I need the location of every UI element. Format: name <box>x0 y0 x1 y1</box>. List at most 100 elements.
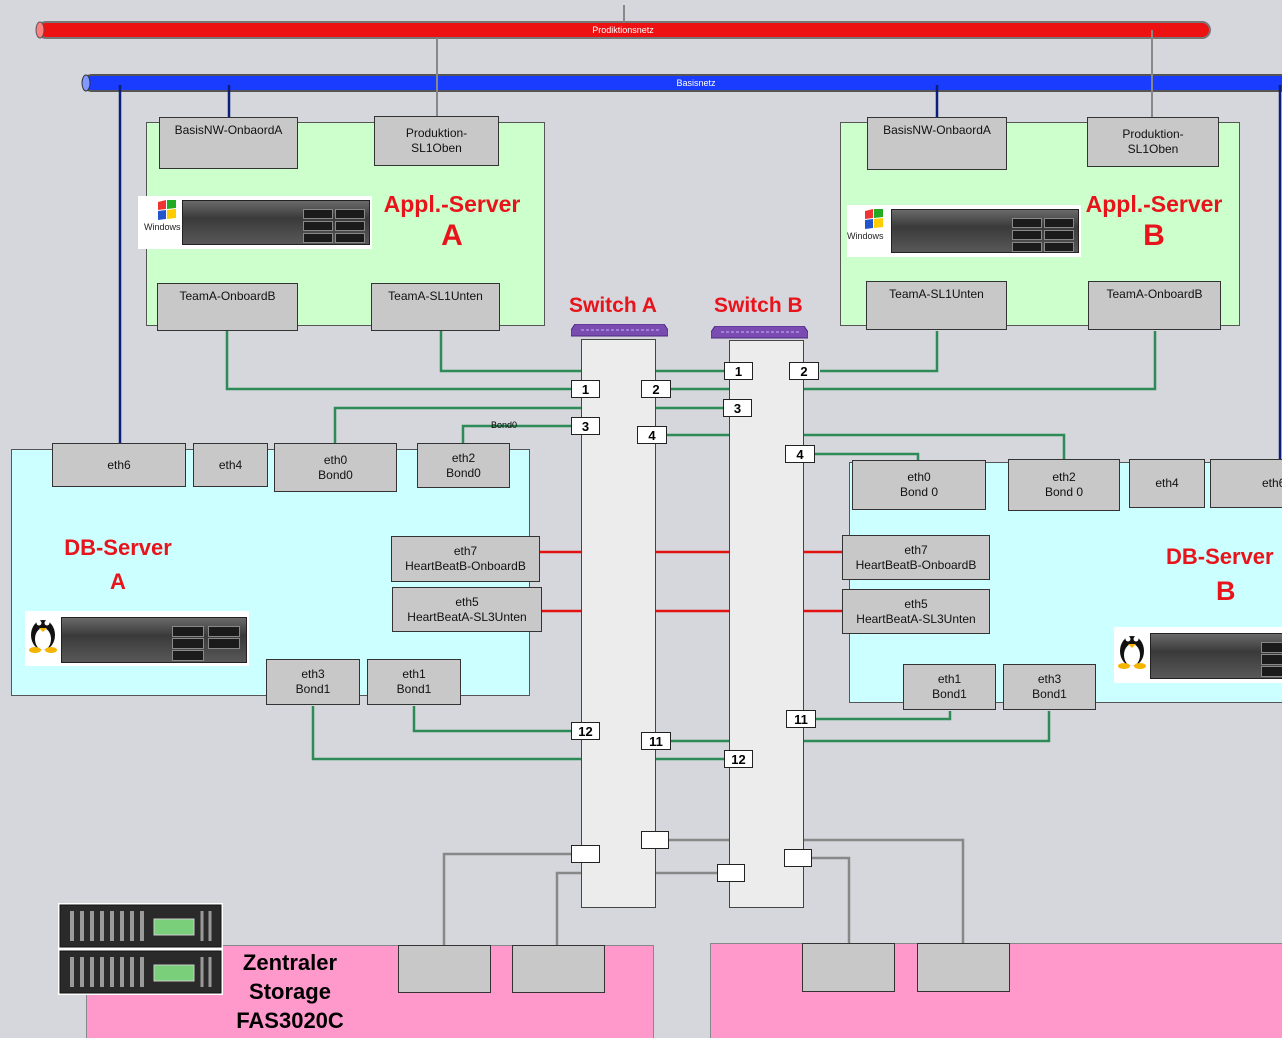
base-network-pipe: Basisnetz <box>81 74 1282 92</box>
storage-b-port-2[interactable] <box>917 943 1010 992</box>
app-a-prod-nic-label2: SL1Oben <box>411 141 462 155</box>
storage-title-line2: Storage <box>249 979 331 1004</box>
app-a-prod-nic[interactable]: Produktion- SL1Oben <box>374 116 499 166</box>
rack-server-icon <box>182 200 370 245</box>
switch-b-column <box>729 340 804 908</box>
storage-a-port-1[interactable] <box>398 945 491 993</box>
app-server-b-title: Appl.-Server B <box>1078 188 1230 252</box>
db-a-eth2-label1: eth2 <box>451 450 476 465</box>
db-a-eth6-label: eth6 <box>107 457 131 472</box>
db-a-eth6-nic[interactable]: eth6 <box>52 443 186 487</box>
db-a-eth1-label1: eth1 <box>402 667 426 681</box>
windows-logo-icon: Windows <box>847 208 891 241</box>
switch-a-port-3[interactable]: 3 <box>571 417 600 435</box>
db-b-eth1-nic[interactable]: eth1 Bond1 <box>903 664 996 710</box>
switch-b-port-2[interactable]: 2 <box>789 362 819 380</box>
db-b-eth2-nic[interactable]: eth2 Bond 0 <box>1008 459 1120 511</box>
storage-device-photo <box>58 903 223 995</box>
app-a-basis-nic[interactable]: BasisNW-OnbaordA <box>159 117 298 169</box>
app-a-prod-nic-label1: Produktion- <box>405 126 468 140</box>
storage-a-port-2[interactable] <box>512 945 605 993</box>
db-b-eth1-label1: eth1 <box>937 672 962 686</box>
db-server-a-title-line2: A <box>110 569 126 594</box>
switch-a-port-1[interactable]: 1 <box>571 380 600 398</box>
storage-title: Zentraler Storage FAS3020C <box>210 948 370 1035</box>
rack-server-icon <box>61 617 247 663</box>
switch-a-port-11[interactable]: 11 <box>641 732 671 750</box>
app-server-b-title-line2: B <box>1143 219 1165 252</box>
app-a-team-onboard-nic[interactable]: TeamA-OnboardB <box>157 283 298 331</box>
app-b-team-onboard-label: TeamA-OnboardB <box>1106 287 1203 301</box>
db-server-b-title: DB-Server B <box>1166 540 1282 608</box>
bond0-tag: Bond0 <box>491 420 518 430</box>
db-b-eth6-nic[interactable]: eth6 <box>1210 459 1282 508</box>
app-b-basis-nic[interactable]: BasisNW-OnbaordA <box>867 117 1007 170</box>
db-b-eth3-nic[interactable]: eth3 Bond1 <box>1003 664 1096 710</box>
app-b-team-onboard-nic[interactable]: TeamA-OnboardB <box>1088 281 1221 330</box>
app-b-basis-nic-label: BasisNW-OnbaordA <box>883 123 991 137</box>
db-a-eth4-nic[interactable]: eth4 <box>193 443 268 487</box>
db-b-eth2-label2: Bond 0 <box>1044 485 1084 499</box>
db-a-eth5-nic[interactable]: eth5 HeartBeatA-SL3Unten <box>392 587 542 632</box>
switch-a-port-12[interactable]: 12 <box>571 722 600 740</box>
db-server-b-title-line1: DB-Server <box>1166 544 1274 569</box>
switch-a-port-4[interactable]: 4 <box>637 426 667 444</box>
switch-a-port-2[interactable]: 2 <box>641 380 671 398</box>
switch-b-storage-port-1[interactable] <box>717 864 745 882</box>
db-b-eth5-label2: HeartBeatA-SL3Unten <box>856 611 976 626</box>
app-a-basis-nic-label: BasisNW-OnbaordA <box>174 123 283 137</box>
production-network-label: Prodiktionsnetz <box>592 25 654 35</box>
switch-b-port-1[interactable]: 1 <box>724 362 753 380</box>
db-a-eth7-nic[interactable]: eth7 HeartBeatB-OnboardB <box>391 536 540 582</box>
app-b-prod-nic[interactable]: Produktion- SL1Oben <box>1087 117 1219 167</box>
switch-a-label: Switch A <box>569 294 657 317</box>
db-a-eth3-label2: Bond1 <box>295 682 331 696</box>
app-a-server-photo: Windows <box>138 196 372 249</box>
db-b-eth4-nic[interactable]: eth4 <box>1129 459 1205 508</box>
switch-b-port-4[interactable]: 4 <box>785 445 815 463</box>
db-a-eth7-label2: HeartBeatB-OnboardB <box>405 559 526 573</box>
app-server-a-title-line2: A <box>441 219 463 252</box>
app-b-team-sl1-label: TeamA-SL1Unten <box>889 287 984 301</box>
db-b-eth5-nic[interactable]: eth5 HeartBeatA-SL3Unten <box>842 589 990 634</box>
db-b-eth7-label1: eth7 <box>904 542 928 557</box>
db-b-eth3-label2: Bond1 <box>1032 687 1067 701</box>
switch-b-port-11[interactable]: 11 <box>786 710 816 728</box>
switch-b-device-icon <box>710 325 809 340</box>
db-a-eth0-label1: eth0 <box>323 452 348 467</box>
storage-b-port-1[interactable] <box>802 943 895 992</box>
rack-server-icon <box>1150 633 1282 679</box>
switch-a-storage-port-2[interactable] <box>641 831 669 849</box>
switch-a-storage-port-1[interactable] <box>571 845 600 863</box>
db-a-eth0-nic[interactable]: eth0 Bond0 <box>274 443 397 492</box>
db-b-eth3-label1: eth3 <box>1037 672 1062 686</box>
db-b-eth5-label1: eth5 <box>904 596 928 611</box>
app-server-b-title-line1: Appl.-Server <box>1085 191 1223 217</box>
app-a-team-sl1-nic[interactable]: TeamA-SL1Unten <box>371 283 500 331</box>
db-b-eth0-nic[interactable]: eth0 Bond 0 <box>852 460 986 510</box>
netapp-storage-icon <box>59 904 222 994</box>
windows-flag-icon <box>158 199 176 220</box>
switch-b-port-3[interactable]: 3 <box>723 399 752 417</box>
db-b-eth4-label: eth4 <box>1155 476 1179 490</box>
db-b-eth0-label1: eth0 <box>907 470 931 484</box>
db-a-server-photo <box>25 611 249 666</box>
production-network-pipe: Prodiktionsnetz <box>35 5 1211 39</box>
linux-penguin-icon <box>1118 636 1146 669</box>
db-a-eth3-label1: eth3 <box>301 667 325 681</box>
db-a-eth3-nic[interactable]: eth3 Bond1 <box>266 659 360 705</box>
app-server-a-title: Appl.-Server A <box>376 188 528 252</box>
db-b-eth7-label2: HeartBeatB-OnboardB <box>855 557 977 572</box>
switch-b-port-12[interactable]: 12 <box>724 750 753 768</box>
app-b-team-sl1-nic[interactable]: TeamA-SL1Unten <box>866 281 1007 330</box>
db-a-eth4-label: eth4 <box>218 457 243 472</box>
app-b-prod-nic-label2: SL1Oben <box>1127 142 1179 156</box>
db-a-eth7-label1: eth7 <box>453 544 478 558</box>
db-a-eth1-nic[interactable]: eth1 Bond1 <box>367 659 461 705</box>
db-a-eth2-nic[interactable]: eth2 Bond0 <box>417 443 510 488</box>
db-a-eth2-label2: Bond0 <box>446 465 481 480</box>
switch-b-storage-port-2[interactable] <box>784 849 812 867</box>
db-a-eth1-label2: Bond1 <box>396 682 432 696</box>
rack-server-icon <box>891 209 1079 253</box>
db-b-eth7-nic[interactable]: eth7 HeartBeatB-OnboardB <box>842 535 990 580</box>
